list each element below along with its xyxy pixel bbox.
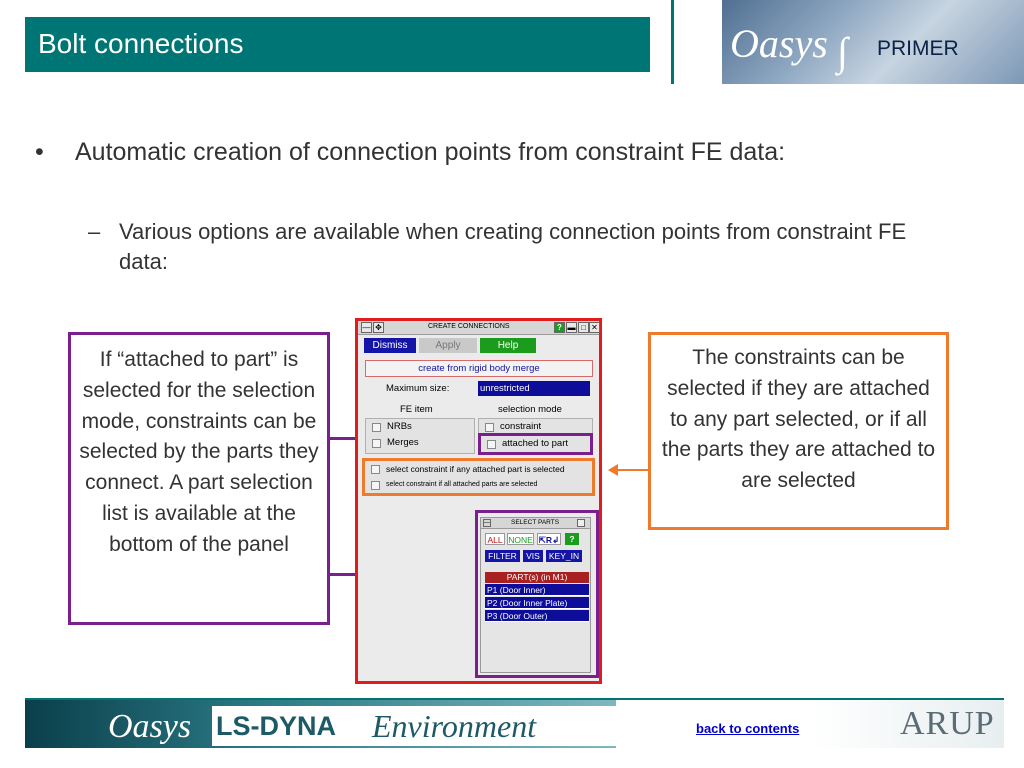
cursor-arrow-icon: ↲ xyxy=(552,535,560,545)
rigid-body-merge-option[interactable]: create from rigid body merge xyxy=(365,360,593,377)
footer-brand: Oasys xyxy=(108,708,192,745)
selection-mode-label-constraint: constraint xyxy=(500,421,542,432)
minimize-icon[interactable]: — xyxy=(483,519,491,527)
apply-button[interactable]: Apply xyxy=(419,338,477,353)
cursor-pick-icon: ⇱ xyxy=(538,535,546,545)
selection-mode-constraint[interactable]: constraint xyxy=(479,419,592,435)
help-button[interactable]: Help xyxy=(480,338,536,353)
select-parts-title: SELECT PARTS xyxy=(511,519,560,526)
callout-attached-to-part: If “attached to part” is selected for th… xyxy=(68,332,330,625)
fe-item-group: NRBs Merges xyxy=(365,418,475,454)
selection-mode-attached-highlight: attached to part xyxy=(478,433,593,455)
list-item[interactable]: P3 (Door Outer) xyxy=(485,610,589,622)
logo-product: PRIMER xyxy=(877,37,959,60)
fe-item-label-nrbs: NRBs xyxy=(387,421,412,432)
key-in-button[interactable]: KEY_IN xyxy=(546,550,582,562)
select-all-button[interactable]: ALL xyxy=(485,533,505,545)
page-title: Bolt connections xyxy=(38,28,244,59)
pick-button-label: R xyxy=(545,535,553,545)
select-none-button[interactable]: NONE xyxy=(507,533,534,545)
max-size-label: Maximum size: xyxy=(386,383,450,394)
back-to-contents-link[interactable]: back to contents xyxy=(696,721,800,736)
footer-environment: Environment xyxy=(372,708,537,744)
select-if-all-option[interactable]: select constraint if all attached parts … xyxy=(365,477,592,493)
logo-brand: Oasys xyxy=(730,21,828,66)
iconify-icon[interactable]: ▬ xyxy=(566,322,577,333)
callout-any-all-parts: The constraints can be selected if they … xyxy=(648,332,949,530)
checkbox-icon[interactable] xyxy=(372,438,381,448)
help-icon[interactable]: ? xyxy=(554,322,565,333)
panel-titlebar: — ✥ CREATE CONNECTIONS ? ▬ □ ✕ xyxy=(358,321,600,335)
filter-button[interactable]: FILTER xyxy=(485,550,520,562)
minimize-icon[interactable]: — xyxy=(361,322,372,333)
footer-lsdyna: LS-DYNA xyxy=(216,711,336,741)
list-item[interactable]: P2 (Door Inner Plate) xyxy=(485,597,589,609)
list-item[interactable]: P1 (Door Inner) xyxy=(485,584,589,596)
dash-glyph: – xyxy=(88,219,101,244)
move-icon[interactable]: ✥ xyxy=(373,322,384,333)
arup-logo: ARUP xyxy=(900,705,995,742)
fe-item-label: FE item xyxy=(400,404,433,415)
fe-item-label-merges: Merges xyxy=(387,437,419,448)
select-parts-titlebar: — SELECT PARTS xyxy=(481,518,590,529)
dismiss-button[interactable]: Dismiss xyxy=(364,338,416,353)
title-bar xyxy=(25,17,650,72)
fe-item-merges[interactable]: Merges xyxy=(366,435,474,451)
checkbox-icon[interactable] xyxy=(371,480,380,490)
vis-button[interactable]: VIS xyxy=(523,550,543,562)
maximize-icon[interactable]: □ xyxy=(578,322,589,333)
select-if-any-label: select constraint if any attached part i… xyxy=(386,464,565,474)
bullet-text: Automatic creation of connection points … xyxy=(75,138,786,166)
bullet-level-1: • Automatic creation of connection points… xyxy=(35,138,985,167)
arrow-head-icon xyxy=(608,464,618,476)
select-if-all-label: select constraint if all attached parts … xyxy=(386,481,538,488)
footer-product-box xyxy=(212,706,616,746)
part-selection-highlight xyxy=(475,510,599,678)
arup-logo-box xyxy=(812,700,1004,748)
connector-line-any-all xyxy=(618,469,648,471)
checkbox-icon[interactable] xyxy=(487,439,496,449)
select-if-any-option[interactable]: select constraint if any attached part i… xyxy=(365,461,592,477)
footer-rule xyxy=(25,698,1004,700)
selection-mode-label: selection mode xyxy=(498,404,562,415)
selection-mode-attached-to-part[interactable]: attached to part xyxy=(481,436,590,452)
create-connections-panel: — ✥ CREATE CONNECTIONS ? ▬ □ ✕ Dismiss A… xyxy=(355,318,602,684)
maximize-icon[interactable] xyxy=(577,519,585,527)
checkbox-icon[interactable] xyxy=(372,422,381,432)
pick-button[interactable]: ⇱R↲ xyxy=(537,533,561,545)
checkbox-icon[interactable] xyxy=(485,422,494,432)
part-list-header: PART(s) (in M1) xyxy=(485,572,589,583)
checkbox-icon[interactable] xyxy=(371,464,380,474)
oasys-primer-logo: Oasys ∫ PRIMER xyxy=(722,0,1024,84)
fe-item-nrbs[interactable]: NRBs xyxy=(366,419,474,435)
select-parts-panel: — SELECT PARTS ALL NONE ⇱R↲ ? FILTER VIS… xyxy=(480,517,591,673)
close-icon[interactable]: ✕ xyxy=(589,322,600,333)
bullet-glyph: • xyxy=(35,138,44,166)
header-divider xyxy=(671,0,674,84)
swoosh-icon: ∫ xyxy=(837,29,848,74)
bullet-level-2: – Various options are available when cre… xyxy=(88,217,938,277)
select-help-button[interactable]: ? xyxy=(565,533,579,545)
panel-title: CREATE CONNECTIONS xyxy=(428,323,510,330)
bullet-sub-text: Various options are available when creat… xyxy=(119,219,907,274)
any-all-options-highlight: select constraint if any attached part i… xyxy=(362,458,595,496)
selection-mode-label-attached: attached to part xyxy=(502,438,569,449)
max-size-field[interactable]: unrestricted xyxy=(478,381,590,396)
